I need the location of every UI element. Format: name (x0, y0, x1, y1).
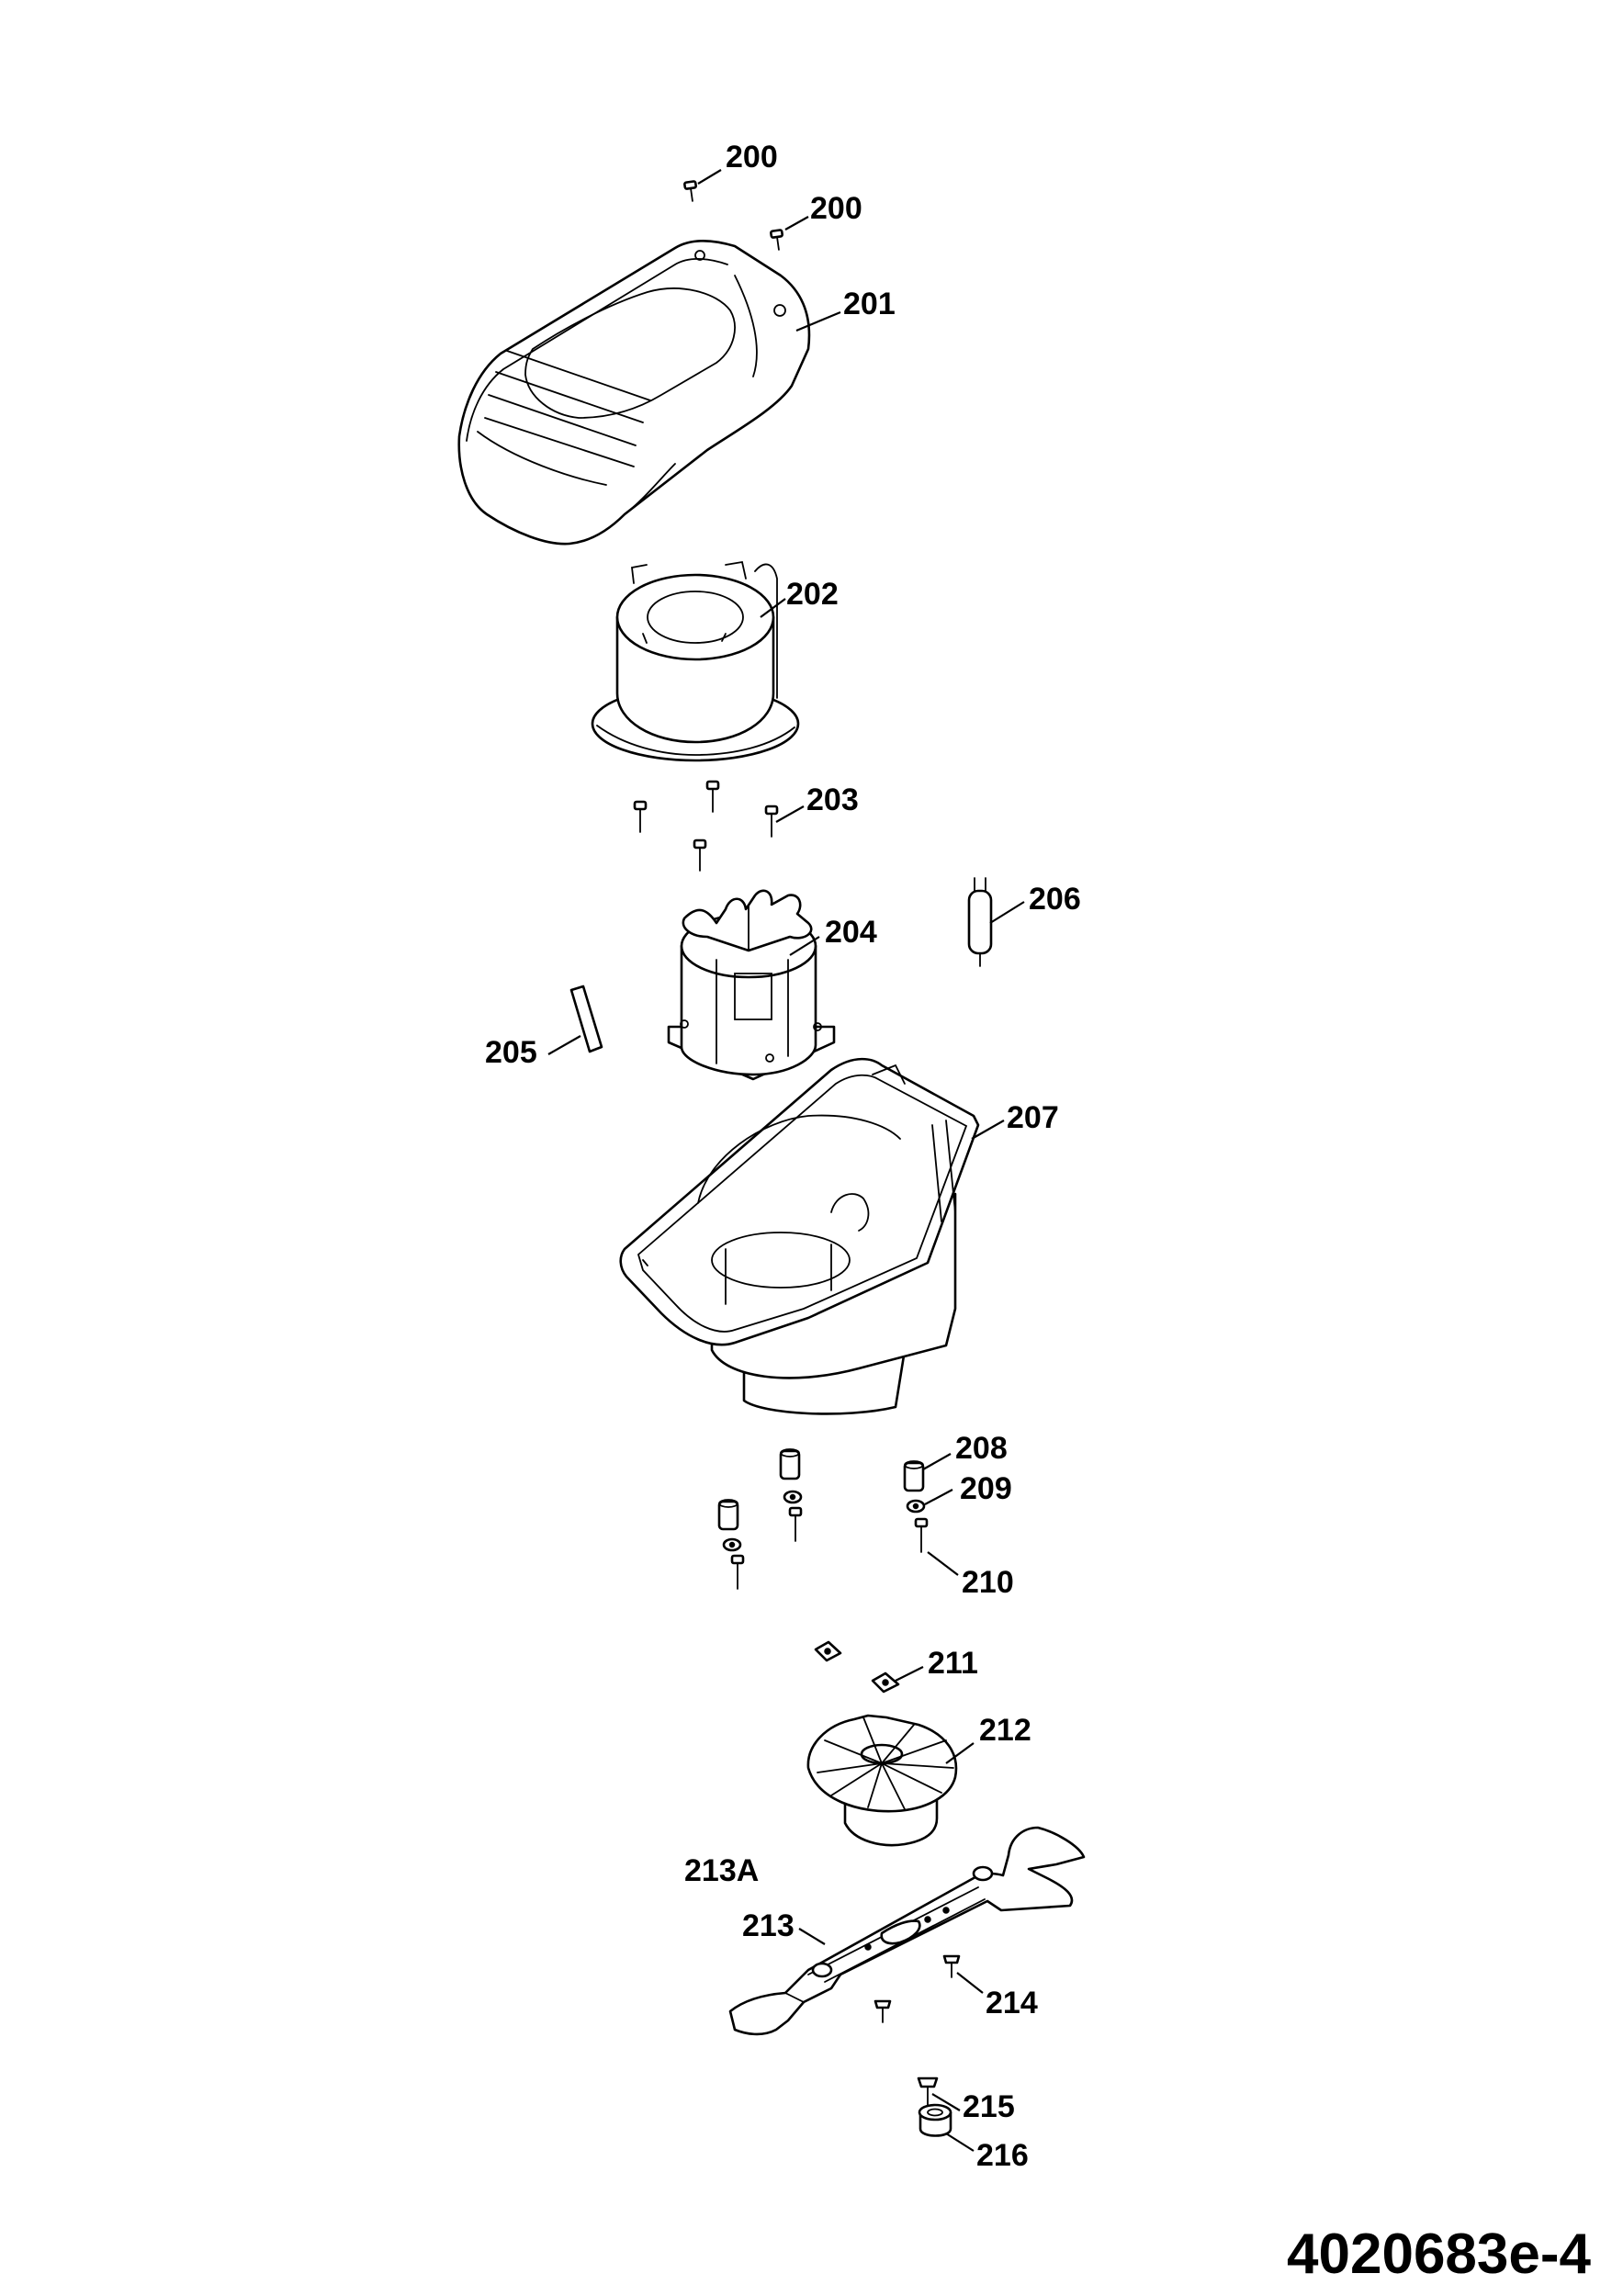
part-215-screw (917, 2077, 939, 2109)
callout-207: 207 (1007, 1100, 1059, 1135)
callout-200-lower: 200 (810, 191, 862, 226)
callout-203: 203 (806, 782, 859, 817)
callout-215: 215 (963, 2089, 1015, 2124)
callout-205: 205 (485, 1035, 537, 1070)
callout-208: 208 (955, 1431, 1008, 1466)
callout-214: 214 (986, 1986, 1038, 2020)
part-214-screws (873, 1954, 961, 2023)
part-210-screws (730, 1506, 929, 1590)
part-216-bushing (918, 2103, 952, 2137)
part-213-blade (728, 1826, 1086, 2036)
part-206-capacitor (967, 877, 993, 967)
callout-201: 201 (843, 287, 896, 321)
callout-204: 204 (825, 915, 877, 950)
callout-216: 216 (976, 2138, 1029, 2173)
part-205-plate (569, 985, 603, 1053)
drawing-id: 4020683e-4 (1287, 2223, 1591, 2286)
callout-202: 202 (786, 577, 839, 612)
part-204-motor (667, 889, 836, 1081)
part-208-spacers (717, 1448, 925, 1531)
part-207-chassis (619, 1057, 980, 1415)
leader-lines (547, 169, 1025, 2152)
part-200-screws (683, 180, 783, 251)
part-203-screws (633, 780, 779, 872)
part-212-fan (806, 1714, 958, 1847)
part-211-nuts (814, 1640, 900, 1694)
callout-200-upper: 200 (726, 140, 778, 174)
part-201-motor-cover (457, 239, 811, 546)
callout-213A: 213A (684, 1853, 759, 1888)
callout-212: 212 (979, 1713, 1031, 1748)
part-209-washers (722, 1490, 926, 1552)
callout-209: 209 (960, 1471, 1012, 1506)
callout-213: 213 (742, 1908, 795, 1943)
callout-210: 210 (962, 1565, 1014, 1600)
callout-206: 206 (1029, 882, 1081, 917)
callout-211: 211 (928, 1646, 978, 1681)
callout-labels: 200 200 201 202 203 204 205 206 207 208 … (485, 140, 1081, 2173)
part-202-motor-housing (591, 560, 800, 762)
